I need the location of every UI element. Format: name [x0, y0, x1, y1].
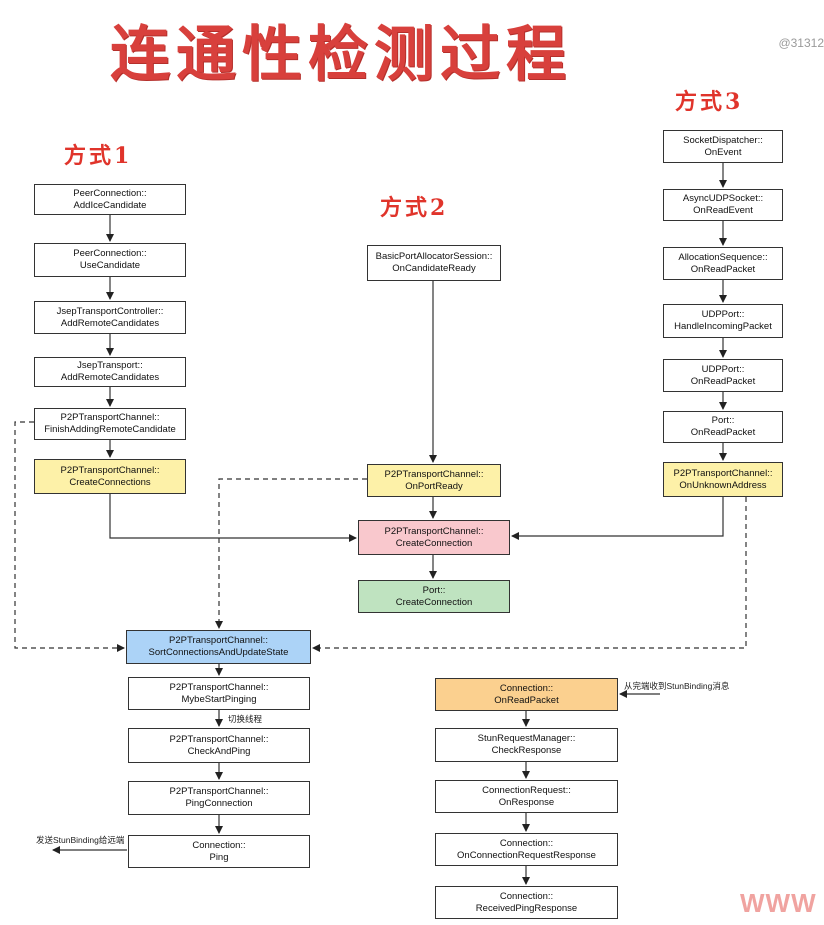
box-p2p-checkandping: P2PTransportChannel:: CheckAndPing — [128, 728, 310, 763]
method-1-label: 方式1 — [64, 143, 133, 169]
box-allocationsequence-onreadpacket: AllocationSequence:: OnReadPacket — [663, 247, 783, 280]
box-udpport-onreadpacket: UDPPort:: OnReadPacket — [663, 359, 783, 392]
box-p2p-pingconnection: P2PTransportChannel:: PingConnection — [128, 781, 310, 815]
box-p2p-onportready: P2PTransportChannel:: OnPortReady — [367, 464, 501, 497]
box-connection-onreadpacket: Connection:: OnReadPacket — [435, 678, 618, 711]
box-p2p-finishaddingremotecandidate: P2PTransportChannel:: FinishAddingRemote… — [34, 408, 186, 440]
box-connection-ping: Connection:: Ping — [128, 835, 310, 868]
box-peerconnection-addicecandidate: PeerConnection:: AddIceCandidate — [34, 184, 186, 215]
note-switch-thread: 切换线程 — [228, 714, 263, 724]
box-jseptransportcontroller-addremotecandidates: JsepTransportController:: AddRemoteCandi… — [34, 301, 186, 334]
box-p2p-createconnections: P2PTransportChannel:: CreateConnections — [34, 459, 186, 494]
box-stunrequestmanager-checkresponse: StunRequestManager:: CheckResponse — [435, 728, 618, 762]
note-from-peer: 从完端收到StunBinding消息 — [624, 681, 730, 691]
arrow-m1-to-create — [109, 494, 357, 542]
method-2-label: 方式2 — [380, 195, 449, 221]
box-port-onreadpacket: Port:: OnReadPacket — [663, 411, 783, 443]
box-p2p-sortconnectionsandupdatestate: P2PTransportChannel:: SortConnectionsAnd… — [126, 630, 311, 664]
box-connection-onconnectionrequestresponse: Connection:: OnConnectionRequestResponse — [435, 833, 618, 866]
method-3-label: 方式3 — [675, 89, 744, 115]
box-p2p-createconnection: P2PTransportChannel:: CreateConnection — [358, 520, 510, 555]
note-send-binding: 发送StunBinding给远端 — [36, 835, 125, 845]
box-basicportallocatorsession-oncandidateready: BasicPortAllocatorSession:: OnCandidateR… — [367, 245, 501, 281]
page-title: 连通性检测过程 — [110, 20, 572, 90]
box-peerconnection-usecandidate: PeerConnection:: UseCandidate — [34, 243, 186, 277]
box-udpport-handleincomingpacket: UDPPort:: HandleIncomingPacket — [663, 304, 783, 338]
box-p2p-mybestartpinging: P2PTransportChannel:: MybeStartPinging — [128, 677, 310, 710]
box-p2p-onunknownaddress: P2PTransportChannel:: OnUnknownAddress — [663, 462, 783, 497]
box-connection-receivedpingresponse: Connection:: ReceivedPingResponse — [435, 886, 618, 919]
box-connectionrequest-onresponse: ConnectionRequest:: OnResponse — [435, 780, 618, 813]
box-asyncudpsocket-onreadevent: AsyncUDPSocket:: OnReadEvent — [663, 189, 783, 221]
box-socketdispatcher-onevent: SocketDispatcher:: OnEvent — [663, 130, 783, 163]
watermark: @31312 — [778, 36, 824, 50]
dashed-m1-to-sort — [14, 421, 125, 652]
box-jseptransport-addremotecandidates: JsepTransport:: AddRemoteCandidates — [34, 357, 186, 387]
box-port-createconnection: Port:: CreateConnection — [358, 580, 510, 613]
dashed-m2-to-sort — [215, 478, 367, 629]
corner-watermark-text: WWW — [740, 888, 817, 918]
arrow-m3-to-create — [511, 497, 724, 540]
